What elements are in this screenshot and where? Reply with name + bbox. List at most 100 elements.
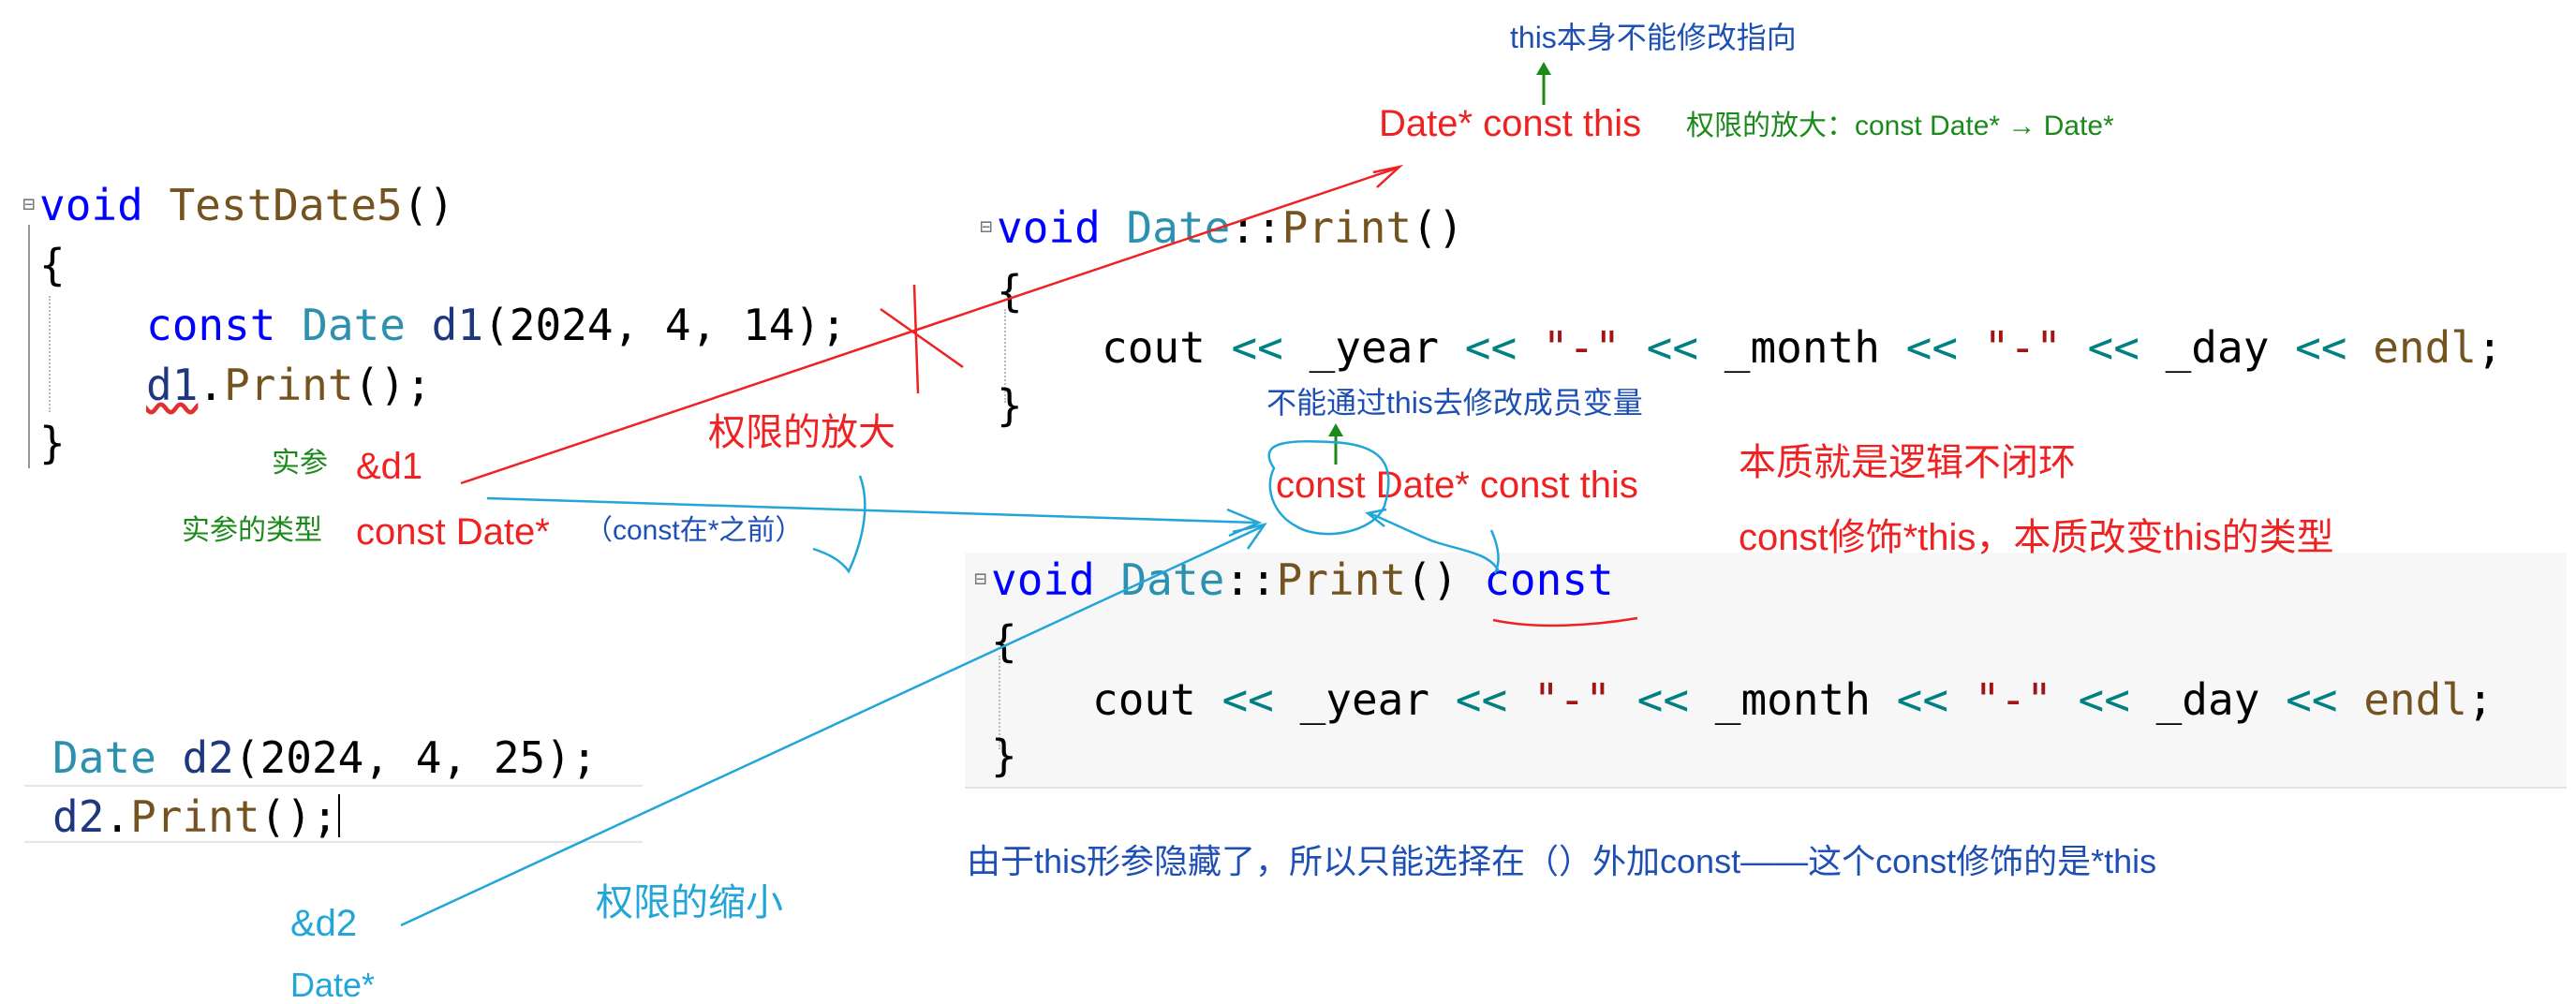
annotation-d2-type: Date*: [290, 966, 376, 1004]
method-print: Print: [1276, 554, 1407, 605]
stream-operator: <<: [1646, 322, 1699, 373]
method-print: Print: [1281, 202, 1413, 253]
call-args: ();: [259, 791, 338, 842]
brace: }: [997, 380, 1023, 431]
collapse-icon[interactable]: ⊟: [980, 215, 993, 239]
annotation-const-date-const-this: const Date* const this: [1276, 465, 1638, 506]
member-day: _day: [2155, 674, 2260, 725]
member-year: _year: [1299, 674, 1430, 725]
string-literal: "-": [1983, 322, 2062, 373]
collapse-icon[interactable]: ⊟: [974, 568, 987, 591]
function-name: TestDate5: [169, 180, 403, 230]
member-month: _month: [1724, 322, 1880, 373]
red-arrow-line-icon: [460, 164, 1404, 485]
code-line-close-brace: }: [991, 734, 1017, 777]
parens: (): [1406, 554, 1458, 605]
code-panel-bottom-border: [965, 787, 2567, 789]
semicolon: ;: [2466, 674, 2494, 725]
annotation-arg-type-label: 实参的类型: [182, 515, 322, 546]
code-line-open-brace: {: [997, 270, 1023, 313]
annotation-hidden-param-note: 由于this形参隐藏了，所以只能选择在（）外加const——这个const修饰的…: [967, 842, 2157, 880]
constructor-args: (2024, 4, 14);: [483, 300, 847, 350]
code-line-close-brace: }: [39, 421, 66, 465]
annotation-arg-label: 实参: [272, 448, 328, 479]
cyan-arrow-line-icon: [486, 496, 1263, 538]
code-line-separator: [24, 785, 643, 787]
annotation-const-modifies-this: const修饰*this，本质改变this的类型: [1739, 517, 2334, 558]
annotation-essence-logic: 本质就是逻辑不闭环: [1739, 442, 2076, 483]
string-literal: "-": [1542, 322, 1621, 373]
code-line-const-d1: const Date d1(2024, 4, 14);: [146, 303, 847, 347]
brace: }: [991, 731, 1017, 781]
keyword-void: void: [991, 554, 1095, 605]
brace: }: [39, 418, 66, 468]
code-line-print-const-signature: void Date::Print() const: [991, 558, 1614, 601]
code-line-close-brace: }: [997, 384, 1023, 427]
method-print: Print: [130, 791, 260, 842]
keyword-const: const: [146, 300, 276, 350]
brace: {: [997, 266, 1023, 317]
code-line-d1-print: d1.Print();: [146, 360, 432, 410]
annotation-amplify: 权限的放大: [708, 412, 896, 453]
code-line-open-brace: {: [39, 244, 66, 287]
variable-d2: d2: [182, 732, 234, 783]
constructor-args: (2024, 4, 25);: [233, 732, 598, 783]
indent-guide: [999, 656, 1000, 749]
stream-operator: <<: [1905, 322, 1959, 373]
stream-operator: <<: [2295, 322, 2347, 373]
code-panel-const-print: [965, 553, 2567, 787]
code-line-separator: [24, 841, 643, 843]
stream-operator: <<: [1221, 674, 1274, 725]
cyan-arrow-line-icon: [1365, 508, 1501, 574]
keyword-const: const: [1484, 554, 1614, 605]
type-date: Date: [302, 300, 406, 350]
cout: cout: [1092, 674, 1196, 725]
cyan-squiggle-mark: [812, 475, 866, 574]
stream-operator: <<: [1231, 322, 1283, 373]
variable-d1: d1: [431, 300, 484, 350]
stream-operator: <<: [1455, 674, 1508, 725]
stream-operator: <<: [1464, 322, 1517, 373]
member-year: _year: [1309, 322, 1440, 373]
brace: {: [39, 240, 66, 290]
indent-guide: [49, 296, 51, 412]
code-line-cout: cout << _year << "-" << _month << "-" <<…: [1102, 326, 2503, 369]
code-line-date-d2: Date d2(2024, 4, 25);: [52, 736, 598, 779]
keyword-void: void: [997, 202, 1101, 253]
method-print: Print: [224, 360, 354, 410]
annotation-this-cannot-change: this本身不能修改指向: [1510, 21, 1797, 54]
type-date: Date: [1120, 554, 1225, 605]
stream-operator: <<: [1896, 674, 1949, 725]
variable-d1: d1: [146, 360, 199, 410]
stream-operator: <<: [2087, 322, 2139, 373]
variable-d2: d2: [52, 791, 105, 842]
code-line-testdate5-signature: void TestDate5(): [39, 184, 454, 227]
endl: endl: [2373, 322, 2477, 373]
code-line-d2-print: d2.Print();: [52, 791, 340, 842]
stream-operator: <<: [1636, 674, 1690, 725]
stream-operator: <<: [2078, 674, 2130, 725]
annotation-cannot-modify-members: 不能通过this去修改成员变量: [1266, 386, 1643, 420]
annotation-amplify-detail: 权限的放大：const Date* → Date*: [1686, 111, 2114, 141]
annotation-date-const-this: Date* const this: [1379, 103, 1642, 144]
stream-operator: <<: [2286, 674, 2338, 725]
cyan-arrow-line-icon: [400, 523, 1267, 927]
green-arrow-up-icon: [1328, 423, 1343, 465]
string-literal: "-": [1974, 674, 2052, 725]
text-cursor: [337, 794, 340, 837]
semicolon: ;: [2476, 322, 2503, 373]
cyan-circle-mark: [1267, 440, 1390, 536]
keyword-void: void: [39, 180, 143, 230]
member-month: _month: [1714, 674, 1871, 725]
annotation-arg-value: &d1: [356, 446, 423, 487]
annotation-arg-type-value: const Date*: [356, 511, 550, 553]
parens: (): [1412, 202, 1464, 253]
annotation-shrink: 权限的缩小: [596, 882, 783, 923]
code-line-cout: cout << _year << "-" << _month << "-" <<…: [1092, 678, 2494, 721]
cout: cout: [1102, 322, 1206, 373]
scope-operator: ::: [1224, 554, 1277, 605]
indent-guide: [1004, 309, 1006, 403]
annotation-d2-addr: &d2: [290, 903, 358, 944]
collapse-icon[interactable]: ⊟: [22, 193, 36, 216]
